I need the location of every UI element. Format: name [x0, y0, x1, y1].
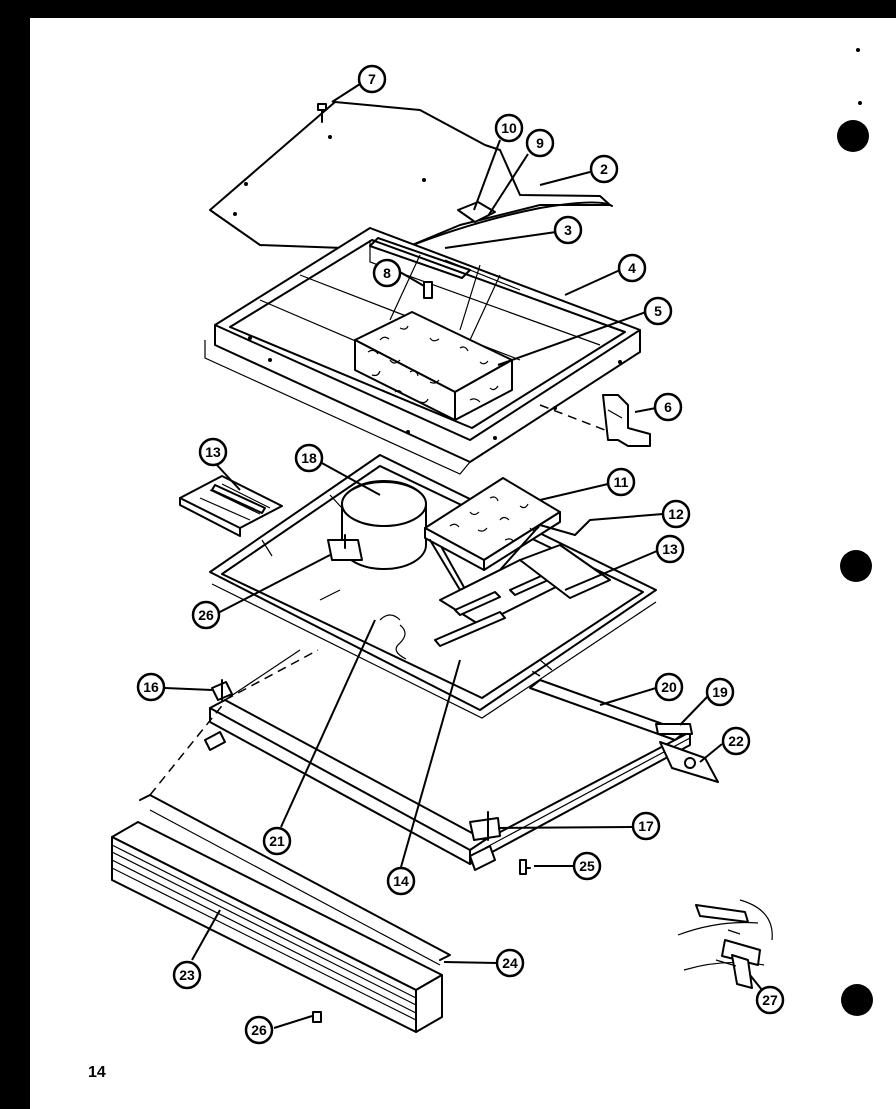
callout-21: 21 — [262, 826, 292, 856]
callout-label: 6 — [664, 399, 672, 415]
screw-26 — [312, 1011, 322, 1023]
callout-label: 20 — [661, 679, 677, 695]
callout-label: 10 — [501, 120, 517, 136]
callout-label: 2 — [600, 161, 608, 177]
clip-26 — [327, 534, 363, 561]
callout-label: 19 — [712, 684, 728, 700]
punch-holes — [837, 48, 873, 1016]
callout-17: 17 — [631, 811, 661, 841]
callout-label: 25 — [579, 858, 595, 874]
callout-11: 11 — [606, 467, 636, 497]
callout-label: 5 — [654, 303, 662, 319]
page-number: 14 — [88, 1064, 106, 1081]
punch-hole — [841, 984, 873, 1016]
callout-24: 24 — [495, 948, 525, 978]
punch-hole — [840, 550, 872, 582]
detail-view-27 — [677, 899, 773, 989]
callout-label: 8 — [383, 265, 391, 281]
callout-label: 21 — [269, 833, 285, 849]
callout-27: 27 — [755, 985, 785, 1015]
leader-lines — [164, 83, 771, 1029]
callout-26: 26 — [191, 600, 221, 630]
callout-16: 16 — [136, 672, 166, 702]
callout-label: 12 — [668, 506, 684, 522]
callout-5: 5 — [643, 296, 673, 326]
callout-label: 4 — [628, 260, 636, 276]
callout-23: 23 — [172, 960, 202, 990]
callout-label: 22 — [728, 733, 744, 749]
callout-label: 14 — [393, 873, 409, 889]
callout-label: 11 — [614, 474, 629, 490]
callout-25: 25 — [572, 851, 602, 881]
hinge-17 — [469, 811, 501, 841]
callout-8: 8 — [372, 258, 402, 288]
callout-label: 17 — [638, 818, 654, 834]
top-cover-panel — [209, 101, 613, 251]
insulation-block — [354, 311, 513, 421]
callout-9: 9 — [525, 128, 555, 158]
punch-hole — [837, 120, 869, 152]
hinge-16 — [211, 679, 233, 701]
heating-element — [395, 519, 611, 660]
callout-4: 4 — [617, 253, 647, 283]
terminal-block-13 — [179, 475, 283, 537]
callout-label: 18 — [301, 450, 317, 466]
callout-13: 13 — [198, 437, 228, 467]
callout-label: 16 — [143, 679, 159, 695]
screw-7 — [317, 103, 327, 123]
callout-7: 7 — [357, 64, 387, 94]
callout-label: 26 — [198, 607, 214, 623]
callout-label: 3 — [564, 222, 572, 238]
callout-label: 13 — [205, 444, 221, 460]
callout-label: 23 — [179, 967, 195, 983]
callout-12: 12 — [661, 499, 691, 529]
screw-25 — [519, 859, 531, 875]
callout-10: 10 — [494, 113, 524, 143]
callout-label: 26 — [251, 1022, 267, 1038]
callout-3: 3 — [553, 215, 583, 245]
callout-2: 2 — [589, 154, 619, 184]
callout-14: 14 — [386, 866, 416, 896]
clip-8 — [423, 281, 433, 299]
callout-label: 13 — [662, 541, 678, 557]
front-trim — [111, 701, 451, 1033]
callout-label: 24 — [502, 955, 518, 971]
callout-label: 9 — [536, 135, 544, 151]
callout-label: 27 — [762, 992, 778, 1008]
insulation-panel-11 — [424, 477, 561, 571]
hinge-plate-22 — [659, 741, 719, 783]
oven-window-frame — [209, 454, 657, 719]
callout-6: 6 — [653, 392, 683, 422]
callout-26: 26 — [244, 1015, 274, 1045]
hinge-19 — [655, 723, 693, 735]
bracket-6 — [602, 394, 651, 447]
callout-19: 19 — [705, 677, 735, 707]
callout-18: 18 — [294, 443, 324, 473]
callout-20: 20 — [654, 672, 684, 702]
callout-label: 7 — [368, 71, 376, 87]
callout-13: 13 — [655, 534, 685, 564]
callout-22: 22 — [721, 726, 751, 756]
